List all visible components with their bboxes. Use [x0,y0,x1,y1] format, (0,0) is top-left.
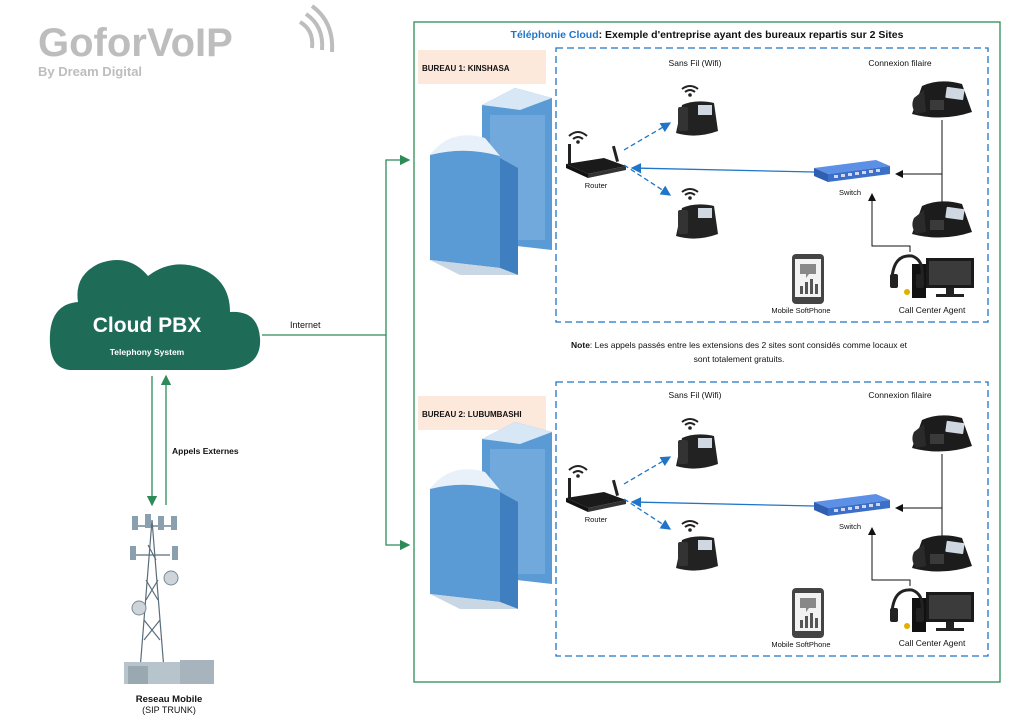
wifi-phone-icon [675,418,719,470]
building-icon [430,422,552,609]
note-line-2: sont totalement gratuits. [694,354,785,364]
desk-phone-icon [912,535,972,572]
cloud-pbx: Cloud PBX Telephony System [49,260,261,370]
building-icon [430,88,552,275]
external-calls-label: Appels Externes [172,446,239,456]
wifi-phone-icon [675,188,719,240]
wifi-label: Sans Fil (Wifi) [669,390,722,400]
uplink [630,497,815,508]
desk-phone-icon [912,201,972,238]
site-lubumbashi: BUREAU 2: LUBUMBASHI Sans Fil (Wifi) Con… [418,381,989,657]
router-icon [565,465,627,513]
site-name: BUREAU 1: KINSHASA [422,64,510,73]
wired-links [868,120,943,252]
note-line-1: Note: Les appels passés entre les extens… [571,340,908,350]
softphone-icon [792,588,824,638]
agent-label: Call Center Agent [899,638,966,648]
router-icon [565,131,627,179]
site-kinshasa: BUREAU 1: KINSHASA Sans Fil (Wifi) Conne… [418,47,989,323]
switch-icon [814,160,890,182]
wifi-phone-icon [675,520,719,572]
switch-icon [814,494,890,516]
diagram-header: Téléphonie Cloud: Exemple d'entreprise a… [511,29,904,41]
wired-label: Connexion filaire [868,58,932,68]
logo-text: GoforVoIP [38,21,233,65]
site-label-box [418,396,546,430]
mobile-network-subtitle: (SIP TRUNK) [142,705,196,715]
internet-link [262,154,411,551]
signal-waves-icon [298,4,335,53]
agent-workstation-icon [888,254,976,300]
wifi-label: Sans Fil (Wifi) [669,58,722,68]
external-calls-link [146,374,172,507]
wifi-links [623,122,672,196]
internet-label: Internet [290,320,321,330]
site-name: BUREAU 2: LUBUMBASHI [422,410,522,419]
softphone-label: Mobile SoftPhone [771,306,830,315]
wired-label: Connexion filaire [868,390,932,400]
lan-zone [555,47,989,323]
brand-logo: GoforVoIP By Dream Digital [38,4,335,79]
agent-workstation-icon [888,588,976,634]
agent-label: Call Center Agent [899,305,966,315]
switch-label: Switch [839,522,861,531]
softphone-label: Mobile SoftPhone [771,640,830,649]
desk-phone-icon [912,81,972,118]
cloud-title: Cloud PBX [93,314,202,337]
wifi-phone-icon [675,85,719,137]
mobile-network-title: Reseau Mobile [136,694,203,705]
switch-label: Switch [839,188,861,197]
softphone-icon [792,254,824,304]
enterprise-frame [413,21,1001,683]
router-label: Router [585,181,608,190]
lan-zone [555,381,989,657]
desk-phone-icon [912,415,972,452]
site-label-box [418,50,546,84]
uplink [630,163,815,174]
wifi-links [623,456,672,530]
cell-tower-icon [124,514,214,684]
router-label: Router [585,515,608,524]
logo-tagline: By Dream Digital [38,64,142,79]
wired-links [868,454,943,586]
cloud-subtitle: Telephony System [110,347,185,357]
